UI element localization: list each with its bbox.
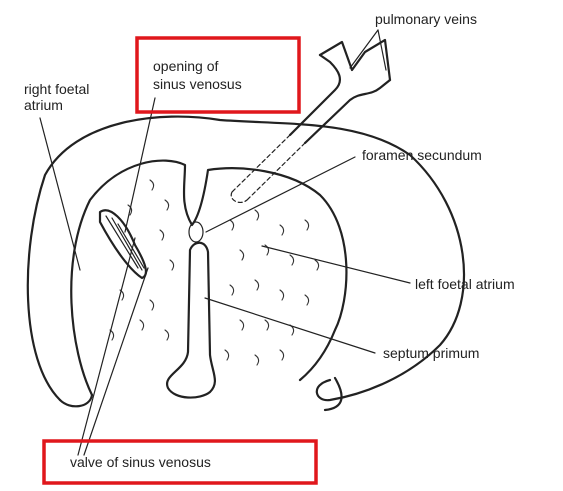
leader-opening-sinus [125,98,155,232]
leader-valve-1 [78,238,135,455]
leader-pulmonary-veins-1 [350,30,378,68]
label-left-atrium: left foetal atrium [415,276,515,292]
septum-primum-shape [167,243,215,398]
leader-valve-2 [84,268,148,455]
label-right-atrium-1: right foetal [24,81,89,97]
right-lower-wall [325,378,342,410]
leader-right-atrium [40,118,80,270]
pulmonary-vein-branch-upper [320,40,390,80]
left-lower-wall [60,395,92,406]
label-opening-2: sinus venosus [153,76,242,92]
leader-pulmonary-veins-2 [378,30,386,70]
label-pulmonary-veins: pulmonary veins [375,11,477,27]
foramen-secundum-opening [189,222,203,242]
highlight-box-opening [137,38,299,112]
label-right-atrium-2: atrium [24,97,63,113]
label-valve: valve of sinus venosus [70,454,211,470]
leader-left-atrium [262,246,410,283]
label-opening-1: opening of [153,58,219,74]
leader-septum-primum [205,298,375,353]
label-septum-primum: septum primum [383,345,479,361]
label-foramen-secundum: foramen secundum [362,147,482,163]
leader-lines [40,30,410,455]
